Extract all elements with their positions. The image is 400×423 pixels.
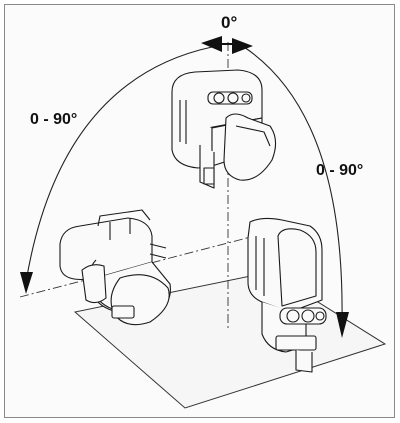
right-arrowhead (336, 312, 349, 338)
left-arrowhead (20, 272, 33, 294)
right-rotation-arc (243, 46, 343, 323)
heater-unit-upright (171, 69, 277, 189)
top-angle-label: 0° (221, 13, 238, 32)
left-range-label: 0 - 90° (30, 111, 78, 128)
heater-unit-vertical (247, 217, 327, 373)
heater-unit-horizontal (59, 209, 171, 326)
top-right-marker-arrow (232, 38, 253, 54)
right-range-label: 0 - 90° (316, 162, 364, 179)
left-rotation-arc (25, 46, 213, 283)
top-left-marker-arrow (201, 36, 222, 52)
